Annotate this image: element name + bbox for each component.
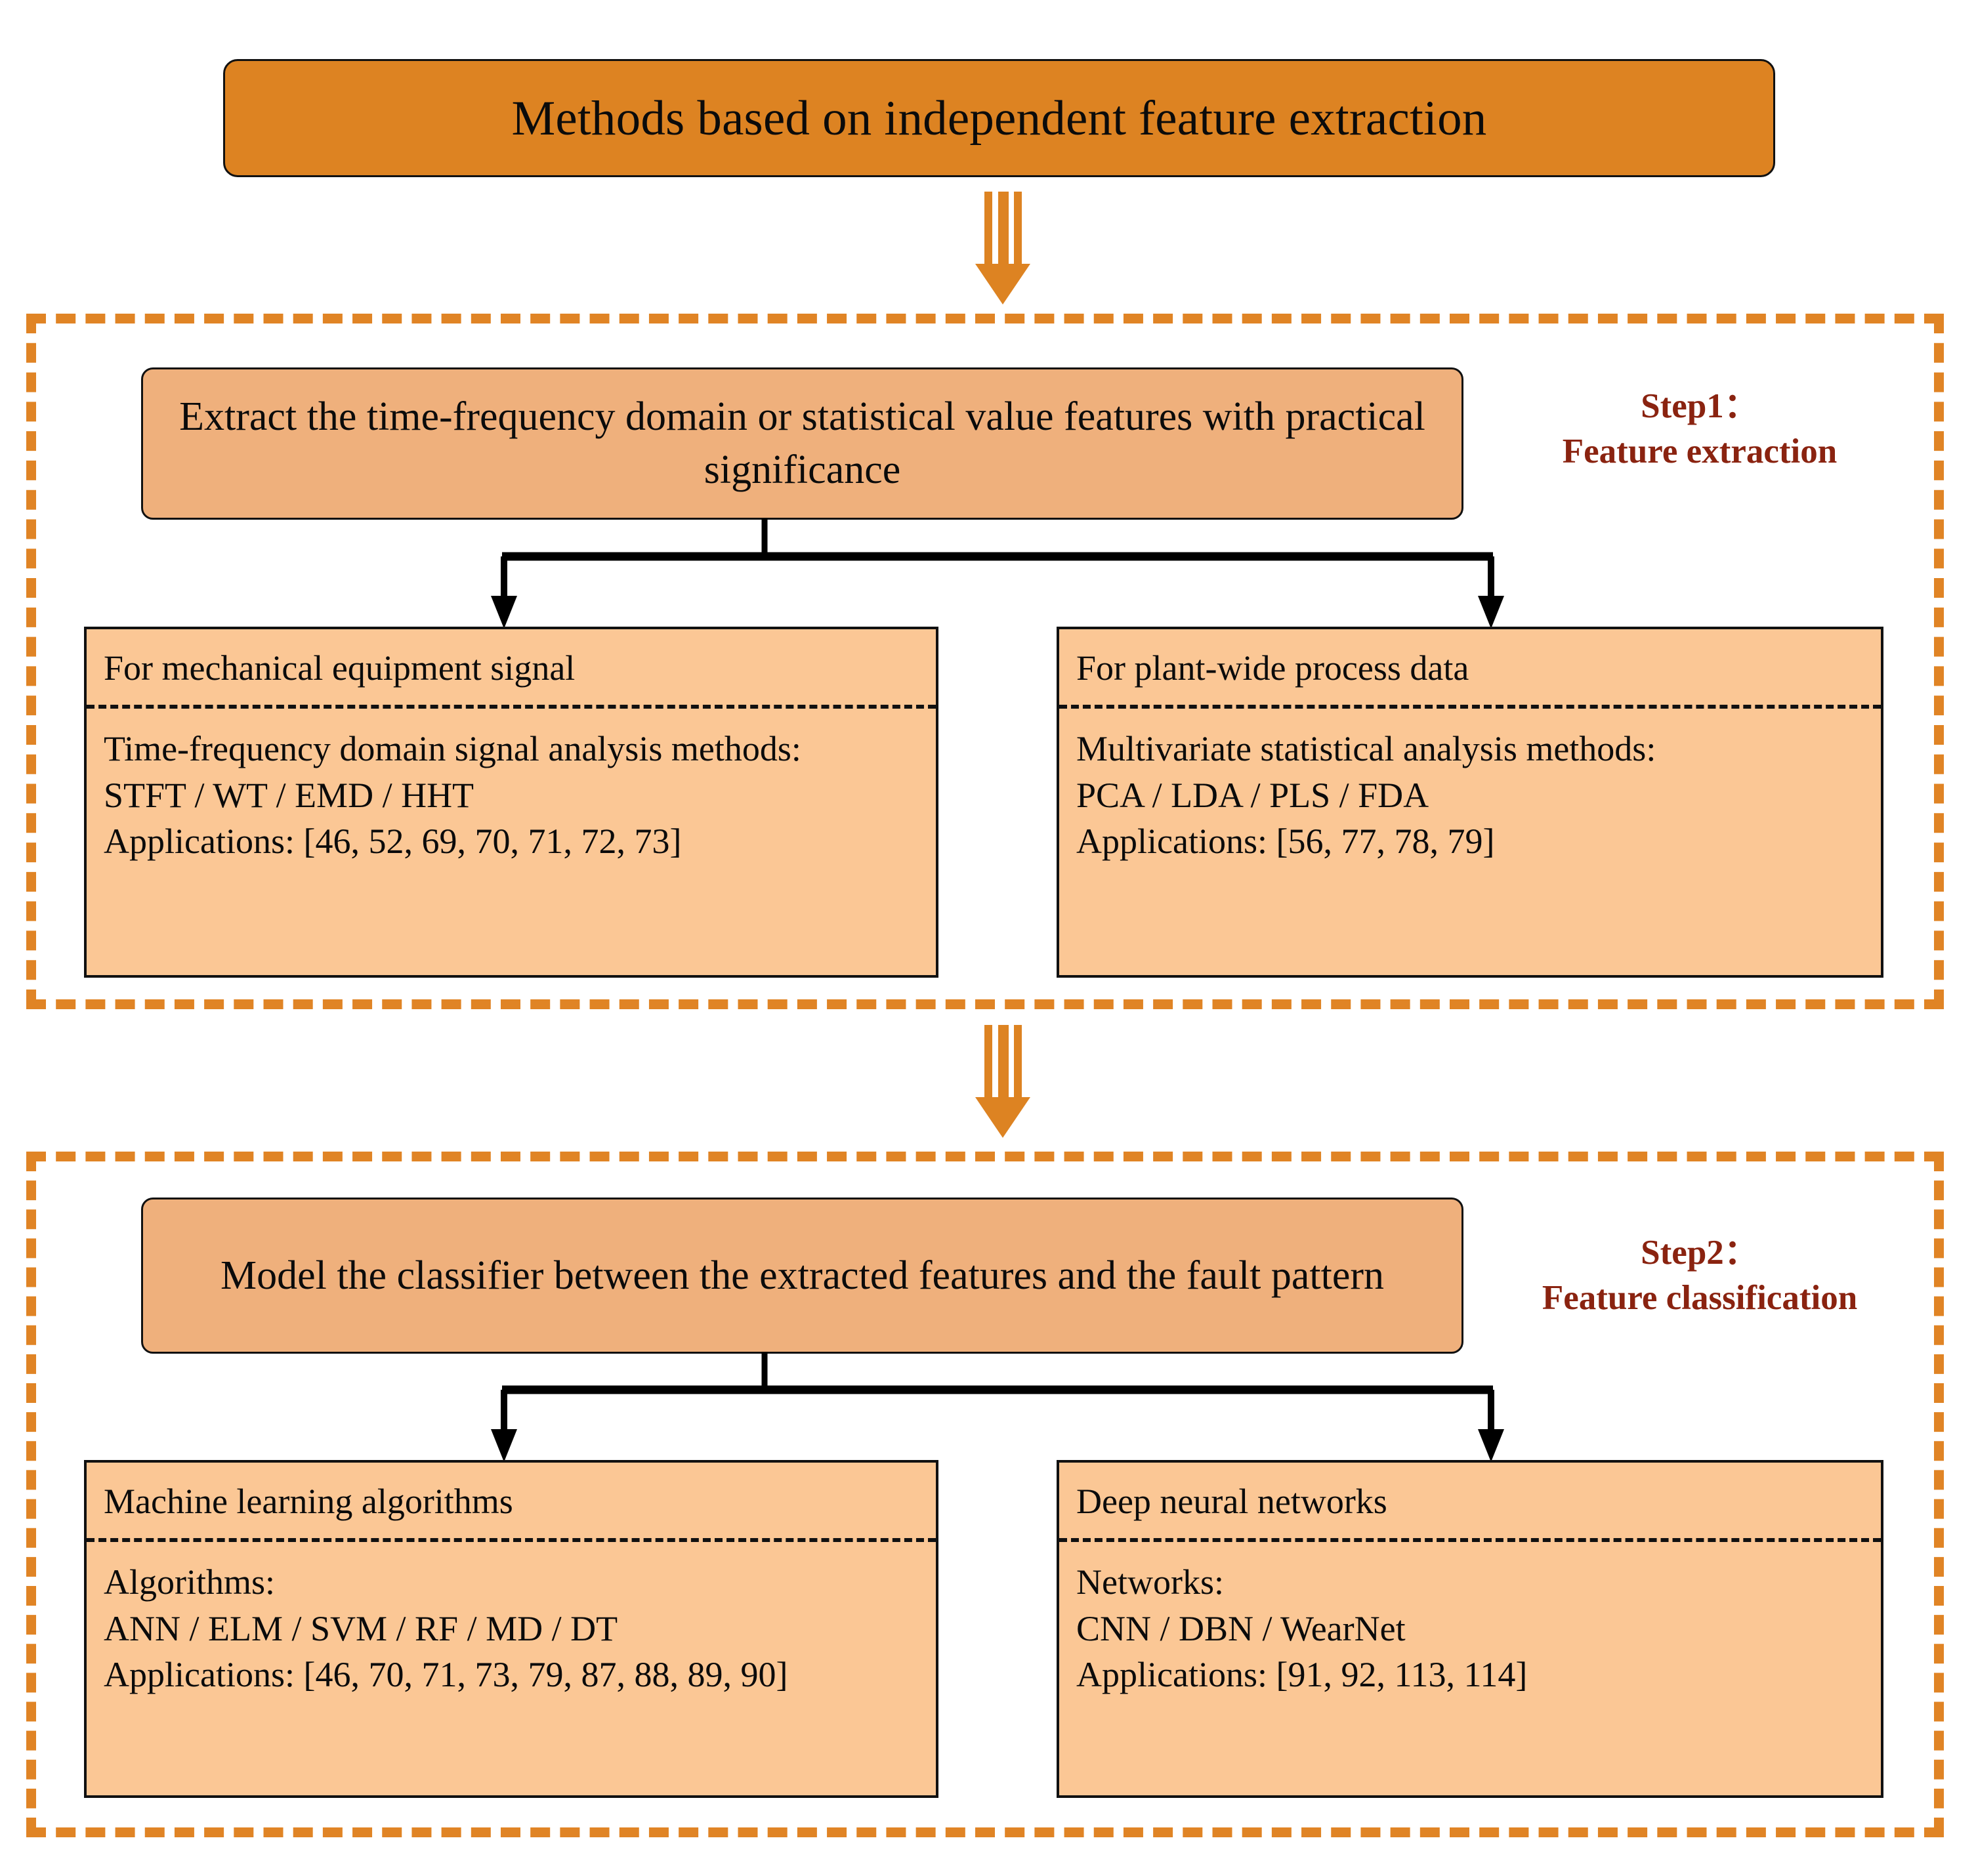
step2-statement-text: Model the classifier between the extract…: [220, 1253, 1385, 1298]
card-machine-learning-algorithms: Machine learning algorithms Algorithms: …: [84, 1460, 938, 1798]
step2-statement-box: Model the classifier between the extract…: [141, 1198, 1463, 1354]
card-deep-neural-networks: Deep neural networks Networks: CNN / DBN…: [1057, 1460, 1883, 1798]
diagram-title-text: Methods based on independent feature ext…: [511, 91, 1487, 146]
card-body: Networks: CNN / DBN / WearNet Applicatio…: [1076, 1562, 1528, 1694]
card-plant-wide-process-data: For plant-wide process data Multivariate…: [1057, 627, 1883, 978]
step2-label: Step2： Feature classification: [1463, 1230, 1936, 1321]
card-divider: [1059, 705, 1881, 709]
card-header: Deep neural networks: [1076, 1482, 1387, 1521]
card-header: For plant-wide process data: [1076, 648, 1469, 688]
card-body: Time-frequency domain signal analysis me…: [104, 729, 801, 861]
step1-label-line1: Step1：: [1641, 387, 1759, 425]
card-divider: [87, 705, 936, 709]
card-header: For mechanical equipment signal: [104, 648, 576, 688]
card-divider: [87, 1538, 936, 1543]
card-body: Algorithms: ANN / ELM / SVM / RF / MD / …: [104, 1562, 788, 1694]
card-body: Multivariate statistical analysis method…: [1076, 729, 1656, 861]
step2-label-line2: Feature classification: [1542, 1278, 1858, 1317]
step1-label: Step1： Feature extraction: [1470, 384, 1929, 474]
card-mechanical-equipment-signal: For mechanical equipment signal Time-fre…: [84, 627, 938, 978]
step1-branch-connector: [486, 518, 1509, 630]
step1-label-line2: Feature extraction: [1562, 432, 1838, 470]
down-double-arrow-icon: [973, 192, 1032, 304]
card-divider: [1059, 1538, 1881, 1543]
step1-statement-text: Extract the time-frequency domain or sta…: [179, 394, 1425, 492]
card-header: Machine learning algorithms: [104, 1482, 513, 1521]
diagram-title-box: Methods based on independent feature ext…: [223, 59, 1775, 177]
step1-dashed-container: [26, 314, 1944, 1009]
step2-dashed-container: [26, 1152, 1944, 1837]
step1-statement-box: Extract the time-frequency domain or sta…: [141, 367, 1463, 520]
step2-branch-connector: [486, 1352, 1509, 1463]
down-double-arrow-icon: [973, 1025, 1032, 1138]
step2-label-line1: Step2：: [1641, 1234, 1759, 1272]
